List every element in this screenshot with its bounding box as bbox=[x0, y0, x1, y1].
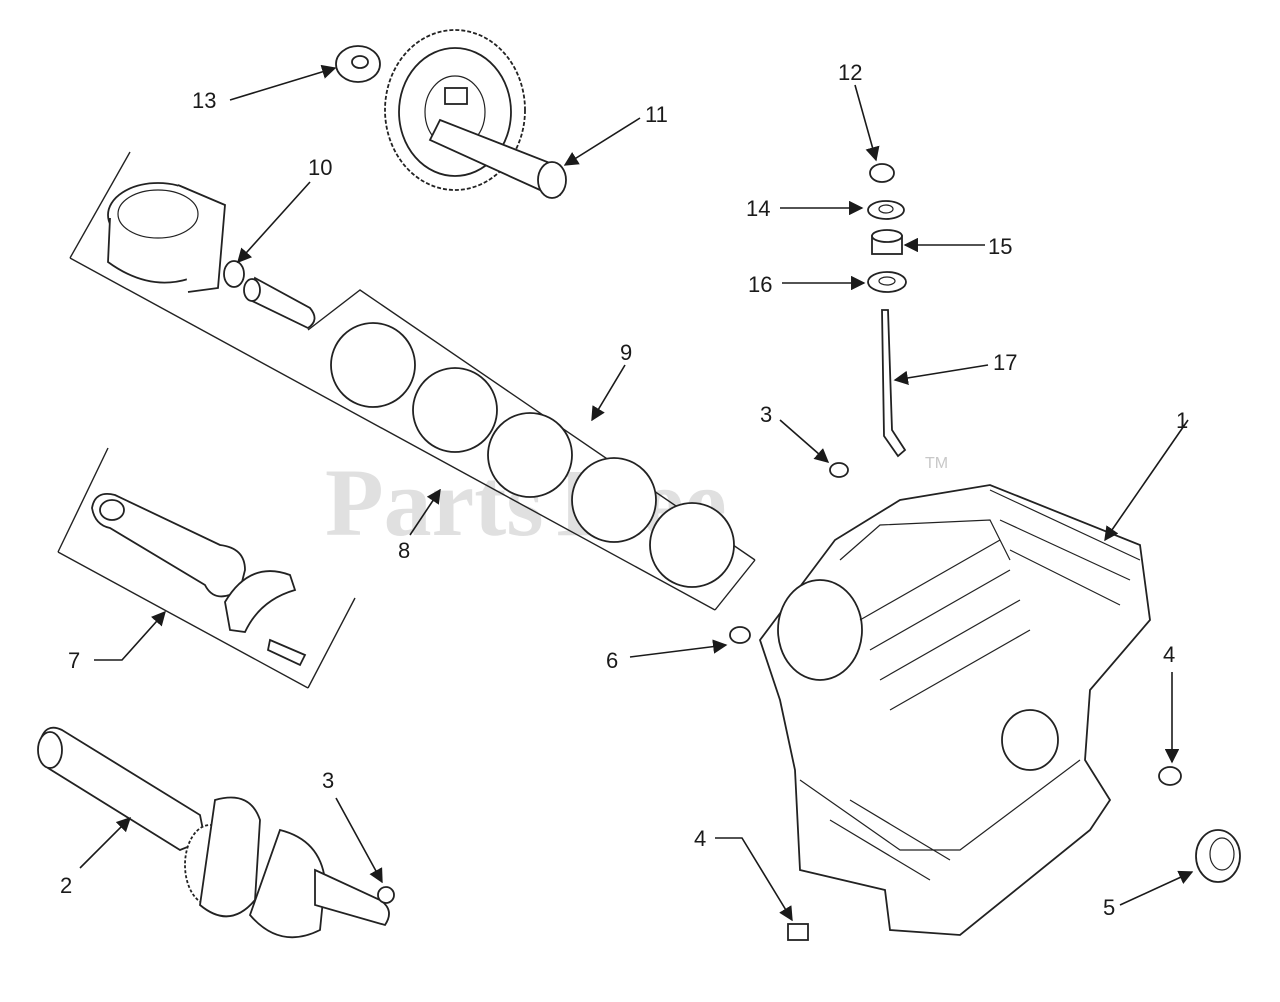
callout-16[interactable]: 16 bbox=[748, 272, 772, 297]
part-3-dowel-upper[interactable] bbox=[829, 462, 849, 478]
callout-15[interactable]: 15 bbox=[988, 234, 1012, 259]
connecting-rod[interactable] bbox=[91, 493, 307, 667]
part-6-dowel[interactable] bbox=[729, 626, 751, 644]
callout-13[interactable]: 13 bbox=[192, 88, 216, 113]
callout-7[interactable]: 7 bbox=[68, 648, 80, 673]
callout-14[interactable]: 14 bbox=[746, 196, 770, 221]
piston-group-frame bbox=[69, 151, 756, 611]
callout-1[interactable]: 1 bbox=[1176, 408, 1188, 433]
part-14-washer[interactable] bbox=[867, 200, 905, 220]
callout-3-upper[interactable]: 3 bbox=[760, 402, 772, 427]
part-2-crankshaft[interactable] bbox=[37, 726, 390, 939]
callout-3-lower[interactable]: 3 bbox=[322, 768, 334, 793]
part-4-plug-right[interactable] bbox=[1158, 766, 1182, 786]
part-17-tube[interactable] bbox=[881, 309, 907, 458]
callout-4-right[interactable]: 4 bbox=[1163, 642, 1175, 667]
rod-group-frame bbox=[57, 447, 356, 689]
callout-17[interactable]: 17 bbox=[993, 350, 1017, 375]
piston-pin[interactable] bbox=[243, 276, 316, 330]
callout-6[interactable]: 6 bbox=[606, 648, 618, 673]
callout-8[interactable]: 8 bbox=[398, 538, 410, 563]
callout-11[interactable]: 11 bbox=[645, 102, 668, 127]
callout-12[interactable]: 12 bbox=[838, 60, 862, 85]
callout-9[interactable]: 9 bbox=[620, 340, 632, 365]
part-15-spacer[interactable] bbox=[871, 229, 903, 255]
part-9-piston-rings[interactable] bbox=[330, 322, 735, 588]
part-3-key-lower[interactable] bbox=[377, 886, 395, 904]
callout-5[interactable]: 5 bbox=[1103, 895, 1115, 920]
part-5-oil-seal[interactable] bbox=[1195, 829, 1241, 883]
part-12-nut[interactable] bbox=[869, 163, 895, 183]
callout-2[interactable]: 2 bbox=[60, 873, 72, 898]
part-1-crankcase[interactable] bbox=[758, 484, 1151, 936]
piston[interactable] bbox=[107, 182, 226, 293]
callout-10[interactable]: 10 bbox=[308, 155, 332, 180]
leader-lines bbox=[79, 64, 1194, 922]
part-16-washer[interactable] bbox=[867, 271, 907, 293]
callout-4-bottom[interactable]: 4 bbox=[694, 826, 706, 851]
part-11-camshaft[interactable] bbox=[384, 29, 567, 199]
part-10-circlip[interactable] bbox=[223, 260, 245, 288]
watermark-tm: TM bbox=[925, 455, 948, 472]
part-13-washer[interactable] bbox=[335, 45, 381, 83]
callout-labels: 1 2 3 3 4 4 5 6 7 8 9 10 11 12 13 14 15 … bbox=[60, 60, 1188, 920]
part-4-plug-bottom[interactable] bbox=[787, 923, 809, 941]
